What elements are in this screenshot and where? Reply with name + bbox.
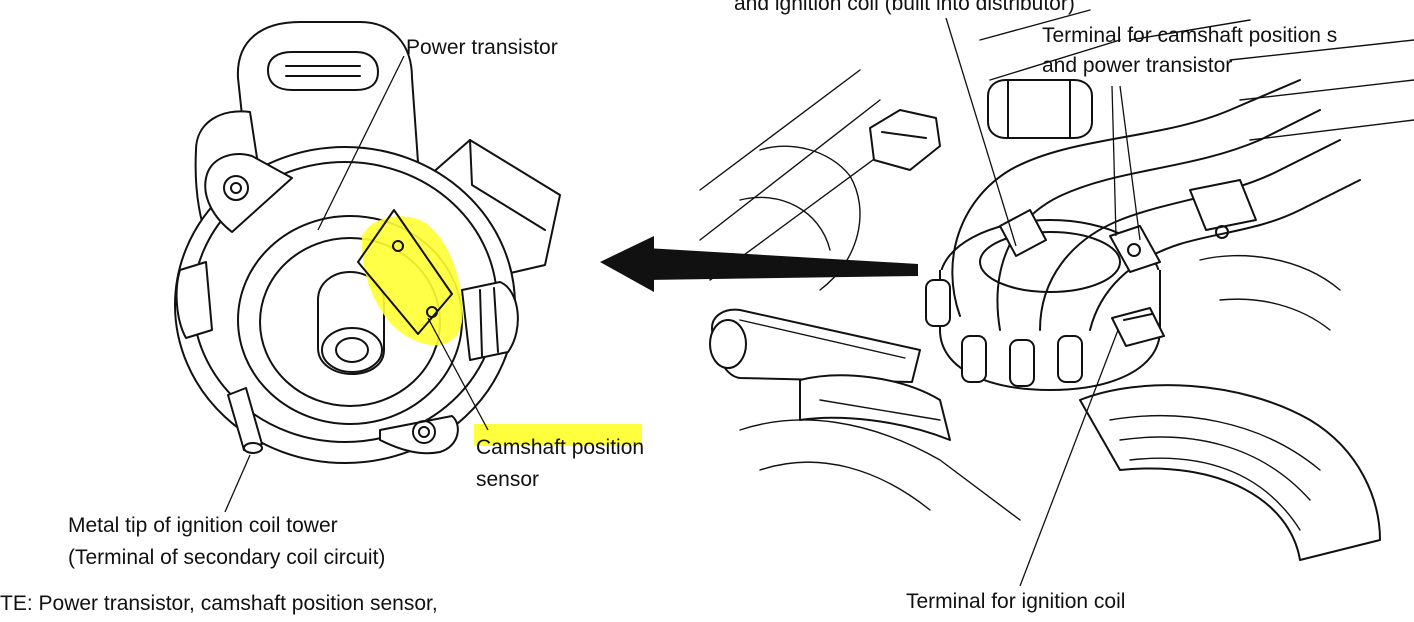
label-terminal-camshaft-line2: and power transistor xyxy=(1042,54,1232,77)
label-highlight xyxy=(474,424,642,446)
label-camshaft-sensor-line1: Camshaft position xyxy=(476,436,644,459)
pointer-arrow xyxy=(600,236,918,292)
engine-bay-illustration xyxy=(699,9,1414,587)
label-metal-tip-line1: Metal tip of ignition coil tower xyxy=(68,514,338,537)
label-power-transistor: Power transistor xyxy=(406,36,558,59)
label-metal-tip-line2: (Terminal of secondary coil circuit) xyxy=(68,546,385,569)
label-top-cut: and ignition coil (built into distributo… xyxy=(734,0,1075,15)
distributor-illustration xyxy=(174,21,642,513)
label-camshaft-sensor-line2: sensor xyxy=(476,468,539,491)
label-terminal-ignition-coil: Terminal for ignition coil xyxy=(906,590,1125,613)
label-note: TE: Power transistor, camshaft position … xyxy=(0,592,438,615)
label-terminal-camshaft-line1: Terminal for camshaft position s xyxy=(1042,24,1337,47)
